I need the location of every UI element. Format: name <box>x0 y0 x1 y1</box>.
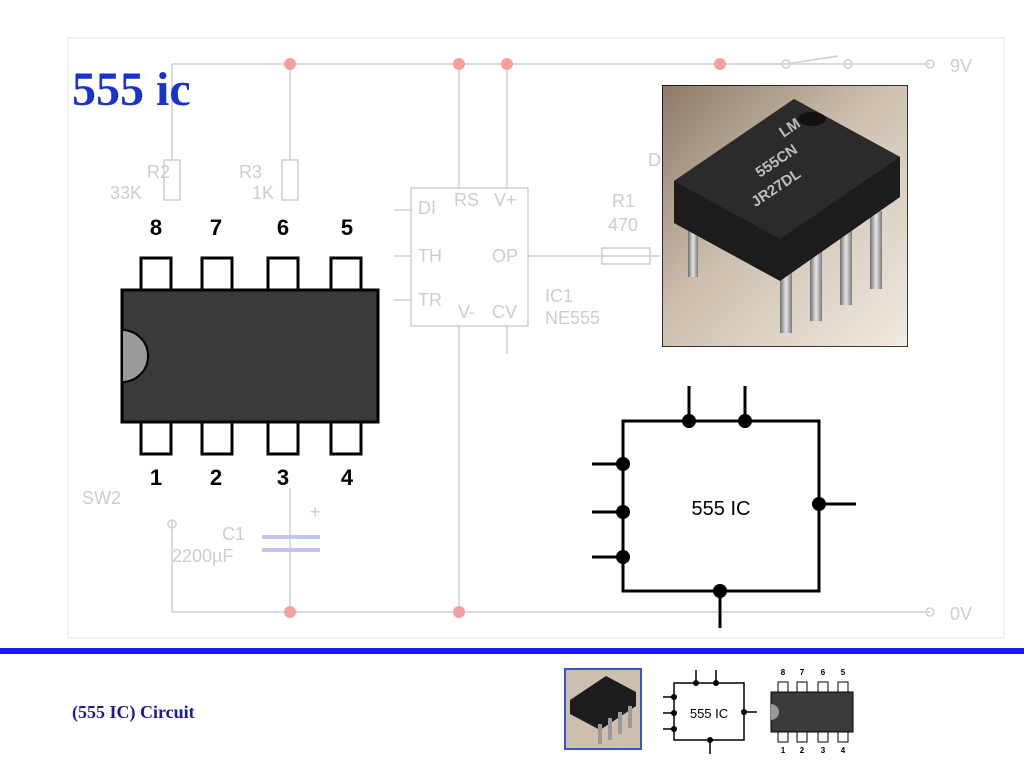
slide-title: 555 ic <box>72 63 191 116</box>
pin-label-rs: RS <box>454 190 479 210</box>
label-0v: 0V <box>950 604 972 624</box>
switch-contact <box>843 59 853 69</box>
block-pin-dot <box>738 414 752 428</box>
terminal-9v <box>925 59 935 69</box>
chip-pin <box>329 420 363 456</box>
footer-rule <box>0 648 1024 654</box>
chip-leg <box>688 213 698 277</box>
sw2-contact <box>167 519 177 529</box>
pin-label-op: OP <box>492 246 518 266</box>
label-r3: R3 <box>239 162 262 182</box>
chip-leg <box>870 211 882 289</box>
block-pin-dot <box>616 505 630 519</box>
thumbnail-pin-number: 5 <box>841 668 846 677</box>
pin-label-vminus: V- <box>458 302 475 322</box>
label-plus: + <box>310 502 321 522</box>
r2-resistor <box>163 159 181 201</box>
pin-label-tr: TR <box>418 290 442 310</box>
r1-resistor <box>601 247 651 265</box>
block-diagram-label: 555 IC <box>692 498 751 520</box>
label-r1-value: 470 <box>608 215 638 235</box>
label-r1: R1 <box>612 191 635 211</box>
thumbnail-pin-number: 1 <box>781 746 786 755</box>
thumbnail-photo[interactable] <box>564 668 642 750</box>
block-pin-dot <box>682 414 696 428</box>
junction-dot <box>453 58 465 70</box>
chip-photo: LM 555CN JR27DL <box>662 85 908 347</box>
chip-pin <box>139 256 173 292</box>
label-r3-value: 1K <box>252 183 274 203</box>
thumbnail-chip[interactable]: 8 7 6 5 1 2 3 4 <box>770 668 854 755</box>
pin-number: 5 <box>341 215 353 240</box>
pin-label-th: TH <box>418 246 442 266</box>
label-c1-value: 2200µF <box>172 546 233 566</box>
thumbnail-pin-number: 2 <box>800 746 805 755</box>
r3-resistor <box>281 159 299 201</box>
schematic-frame <box>67 37 1005 639</box>
footer-caption: (555 IC) Circuit <box>72 702 195 722</box>
thumbnail-pin-number: 3 <box>821 746 826 755</box>
label-r2-value: 33K <box>110 183 142 203</box>
pin-number: 7 <box>210 215 222 240</box>
label-9v: 9V <box>950 56 972 76</box>
junction-dot <box>284 606 296 618</box>
pin-label-vplus: V+ <box>494 190 517 210</box>
junction-dot <box>453 606 465 618</box>
label-sw2: SW2 <box>82 488 121 508</box>
thumbnail-block-diagram[interactable]: 555 IC <box>663 670 757 754</box>
pin-number: 4 <box>341 465 354 490</box>
thumbnail-pin-number: 4 <box>841 746 846 755</box>
block-pin-dot <box>812 497 826 511</box>
pin-number: 1 <box>150 465 162 490</box>
chip-photo-notch <box>798 112 826 126</box>
block-pin-dot <box>616 457 630 471</box>
pin-number: 8 <box>150 215 162 240</box>
chip-notch <box>121 328 149 384</box>
chip-pin <box>200 420 234 456</box>
block-pin-dot <box>616 550 630 564</box>
chip-pin <box>266 420 300 456</box>
pin-number: 6 <box>277 215 289 240</box>
label-ne555: NE555 <box>545 308 600 328</box>
chip-leg <box>780 261 792 333</box>
thumbnail-block-label: 555 IC <box>690 706 728 721</box>
switch-contact <box>781 59 791 69</box>
terminal-0v <box>925 607 935 617</box>
junction-dot <box>284 58 296 70</box>
thumbnail-pin-number: 8 <box>781 668 786 677</box>
chip-leg <box>810 247 822 321</box>
thumbnail-pin-number: 7 <box>800 668 805 677</box>
pin-number: 3 <box>277 465 289 490</box>
label-r2: R2 <box>147 162 170 182</box>
pin-label-cv: CV <box>492 302 517 322</box>
label-d: D <box>648 150 661 170</box>
junction-dot <box>501 58 513 70</box>
pin-label-dis: DI <box>418 198 436 218</box>
label-c1: C1 <box>222 524 245 544</box>
pin-number: 2 <box>210 465 222 490</box>
block-pin-dot <box>713 584 727 598</box>
label-ic1: IC1 <box>545 286 573 306</box>
thumbnail-pin-number: 6 <box>821 668 826 677</box>
junction-dot <box>714 58 726 70</box>
ic1-body <box>410 187 529 327</box>
chip-leg <box>840 231 852 305</box>
